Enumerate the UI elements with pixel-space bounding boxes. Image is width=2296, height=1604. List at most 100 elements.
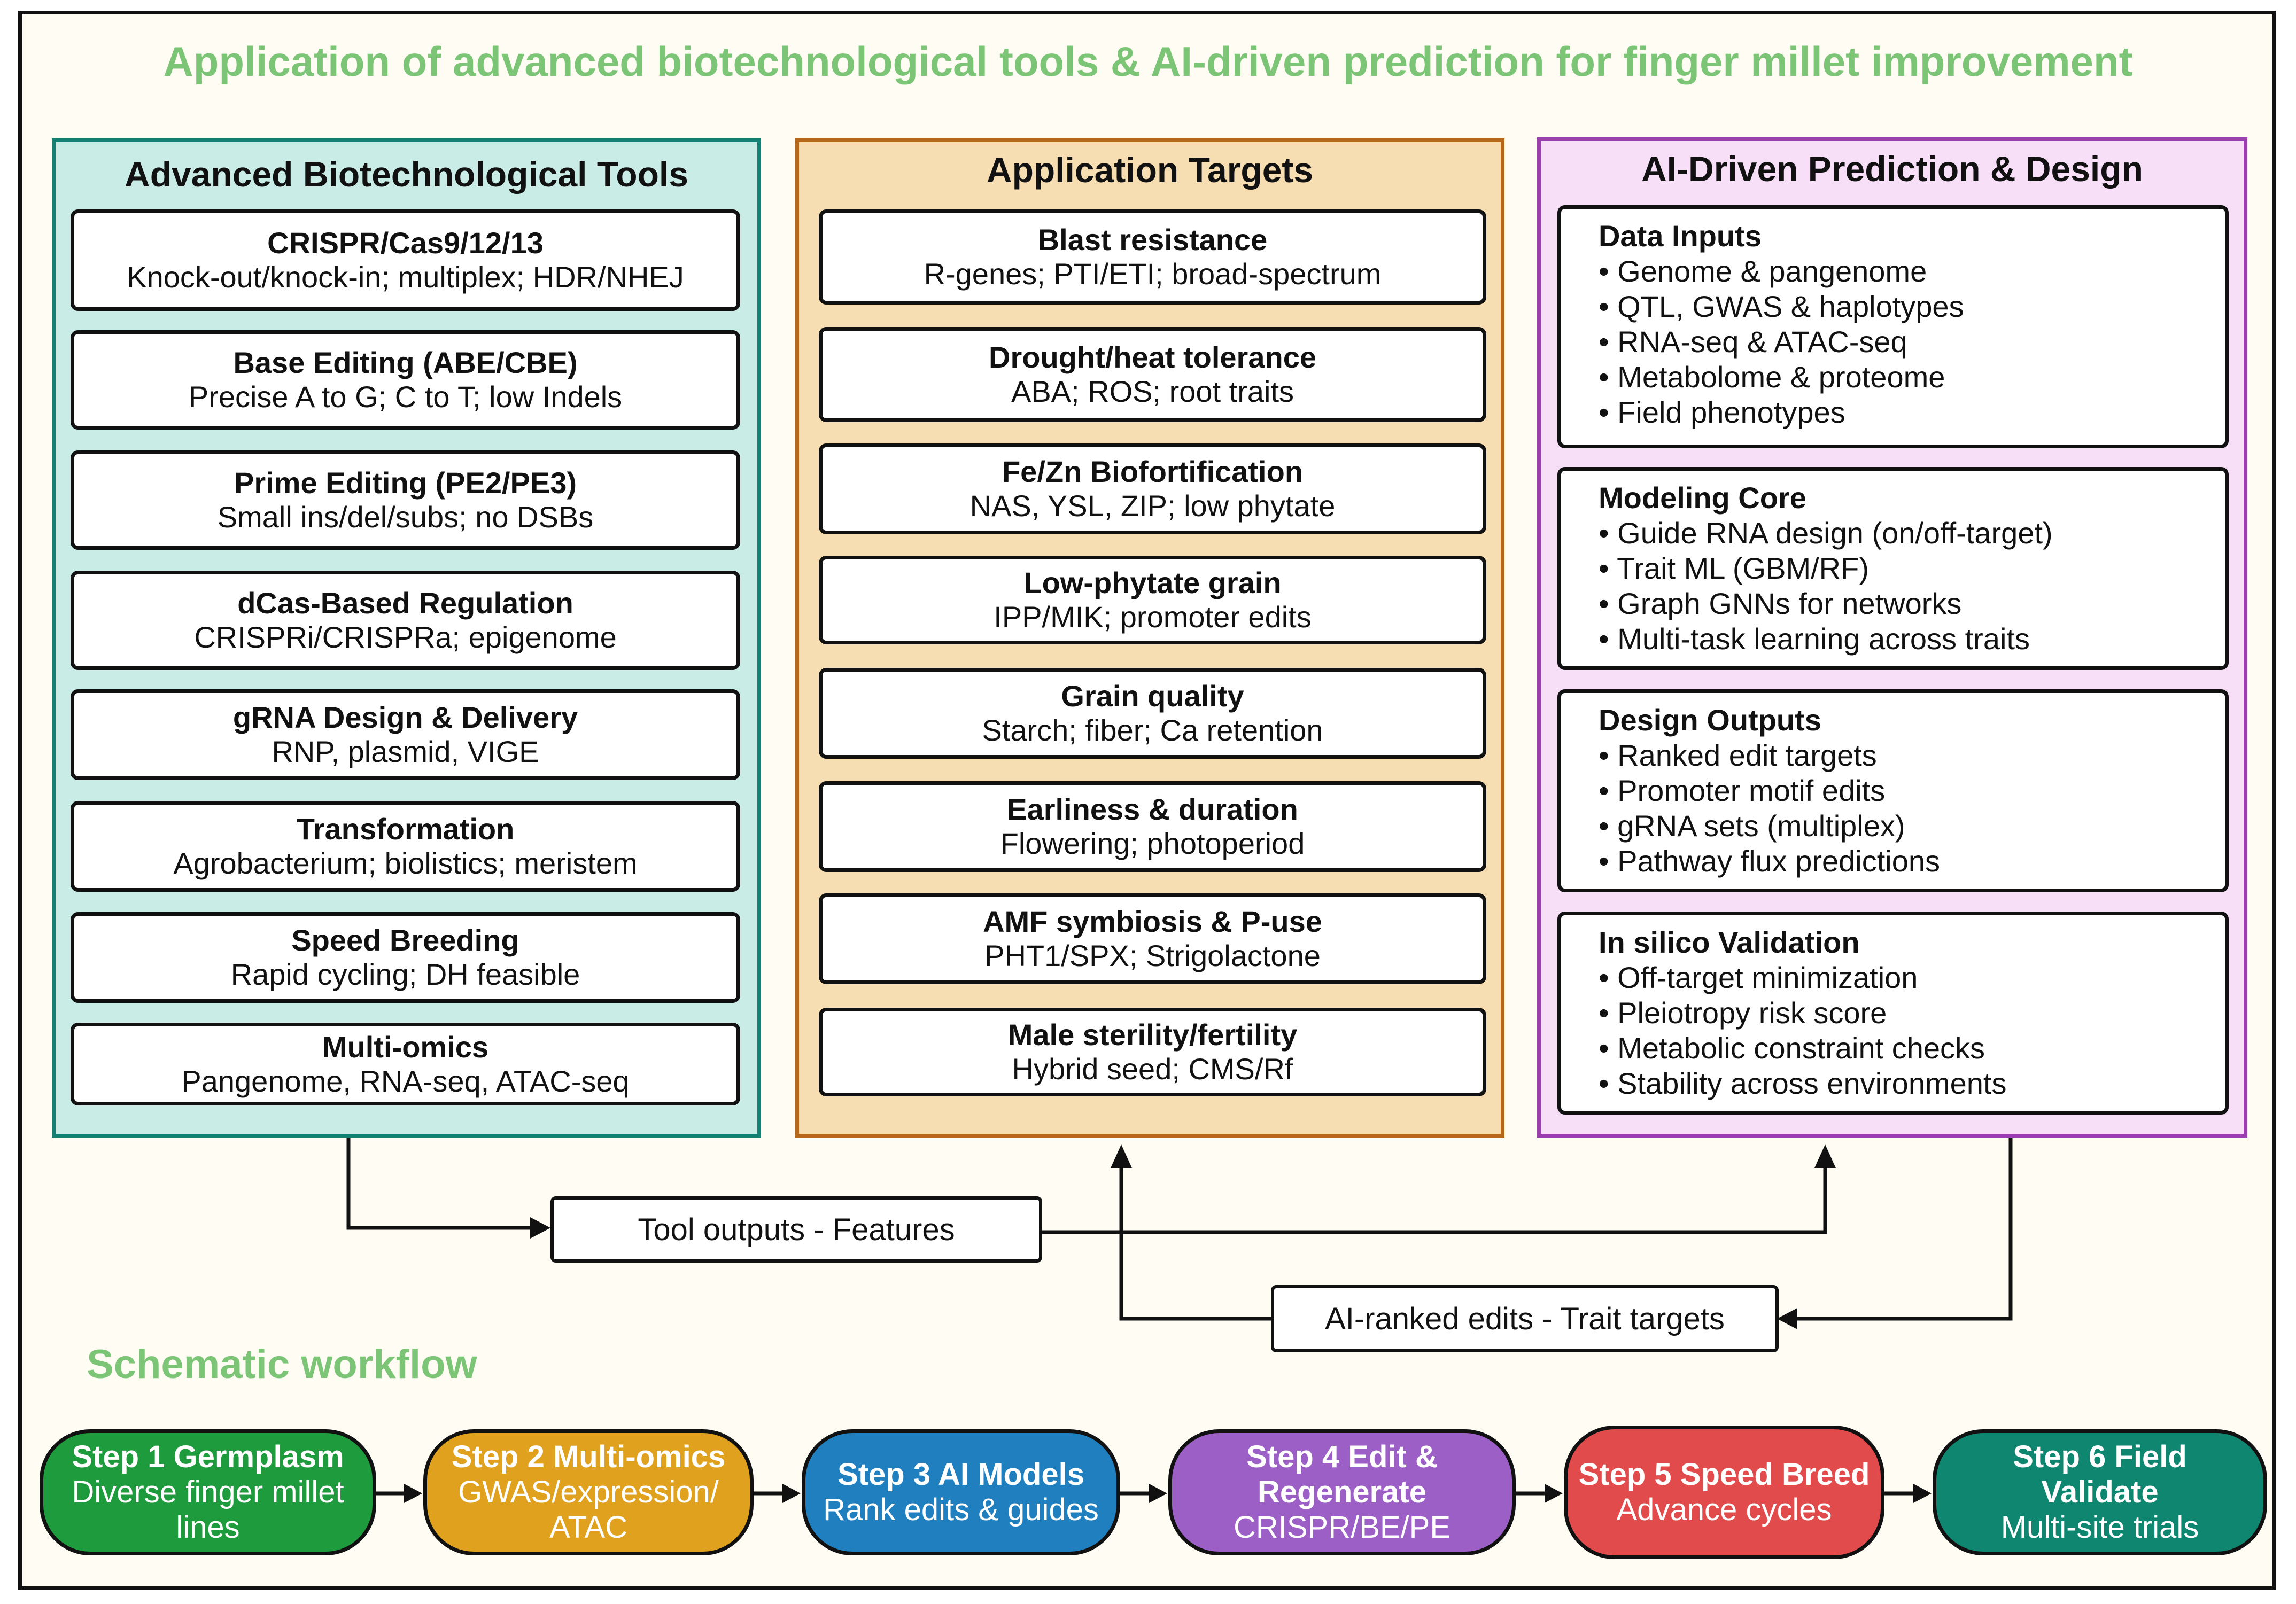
tool-subtitle: Small ins/del/subs; no DSBs [217, 500, 594, 534]
tool-title: Base Editing (ABE/CBE) [233, 346, 578, 379]
target-subtitle: IPP/MIK; promoter edits [994, 600, 1312, 634]
ai-section-data-inputs: Data Inputs • Genome & pangenome • QTL, … [1557, 205, 2229, 448]
ai-section-item: • RNA-seq & ATAC-seq [1599, 325, 1907, 359]
ai-section-title: Data Inputs [1599, 219, 1762, 253]
arrowhead [1814, 1144, 1836, 1168]
target-subtitle: Starch; fiber; Ca retention [982, 713, 1323, 747]
step-line: lines [176, 1510, 240, 1545]
target-subtitle: PHT1/SPX; Strigolactone [984, 939, 1321, 972]
tool-subtitle: Precise A to G; C to T; low Indels [188, 380, 623, 414]
targets-heading: Application Targets [986, 150, 1314, 190]
workflow-step-3: Step 3 AI Models Rank edits & guides [802, 1429, 1120, 1555]
ai-section-item: • Guide RNA design (on/off-target) [1599, 516, 2053, 550]
step-line: Diverse finger millet [72, 1475, 344, 1509]
tool-subtitle: RNP, plasmid, VIGE [272, 735, 539, 768]
step-title: Step 5 Speed Breed [1578, 1457, 1870, 1492]
tool-title: Transformation [296, 812, 515, 846]
ai-section-item: • Field phenotypes [1599, 395, 1845, 429]
target-title: Fe/Zn Biofortification [1002, 455, 1304, 488]
target-title: Low-phytate grain [1023, 566, 1282, 599]
ai-section-item: • Pleiotropy risk score [1599, 996, 1887, 1030]
tool-box: Transformation Agrobacterium; biolistics… [71, 801, 740, 892]
ai-section-item: • Off-target minimization [1599, 961, 1918, 994]
arrowhead [530, 1217, 550, 1239]
ai-section-item: • QTL, GWAS & haplotypes [1599, 290, 1964, 323]
step-line: GWAS/expression/ [458, 1475, 719, 1509]
arrow-ranked-to-targets [1119, 1167, 1271, 1321]
ai-section-item: • Pathway flux predictions [1599, 844, 1941, 878]
arrowhead [404, 1484, 422, 1503]
ai-section-in-silico-validation: In silico Validation • Off-target minimi… [1557, 912, 2229, 1115]
tool-outputs-box: Tool outputs - Features [550, 1196, 1042, 1263]
tool-subtitle: Pangenome, RNA-seq, ATAC-seq [181, 1064, 630, 1098]
ai-section-design-outputs: Design Outputs • Ranked edit targets • P… [1557, 689, 2229, 892]
step-title: Step 3 AI Models [837, 1457, 1084, 1492]
tool-title: Multi-omics [322, 1030, 489, 1064]
arrowhead [1777, 1308, 1797, 1329]
ai-section-item: • Ranked edit targets [1599, 738, 1877, 772]
workflow-step-4: Step 4 Edit & Regenerate CRISPR/BE/PE [1168, 1429, 1516, 1555]
step-title-line2: Regenerate [1258, 1475, 1426, 1509]
tool-subtitle: CRISPRi/CRISPRa; epigenome [194, 620, 617, 654]
target-subtitle: R-genes; PTI/ETI; broad-spectrum [924, 257, 1382, 291]
arrow-tools-to-features [346, 1138, 534, 1230]
step-title: Step 6 Field [2013, 1439, 2187, 1474]
target-box: Earliness & duration Flowering; photoper… [819, 781, 1486, 872]
step-title: Step 2 Multi-omics [451, 1439, 726, 1474]
ai-section-item: • gRNA sets (multiplex) [1599, 809, 1905, 843]
target-title: Blast resistance [1037, 223, 1268, 256]
arrowhead [1545, 1484, 1563, 1503]
ai-section-title: Modeling Core [1599, 481, 1806, 515]
ai-section-item: • Trait ML (GBM/RF) [1599, 551, 1869, 585]
ai-ranked-box: AI-ranked edits - Trait targets [1271, 1285, 1779, 1352]
tool-box: Speed Breeding Rapid cycling; DH feasibl… [71, 912, 740, 1003]
tool-box: Multi-omics Pangenome, RNA-seq, ATAC-seq [71, 1023, 740, 1105]
ai-section-item: • Genome & pangenome [1599, 254, 1927, 288]
arrowhead [782, 1484, 801, 1503]
ai-section-title: Design Outputs [1599, 703, 1821, 737]
tool-subtitle: Agrobacterium; biolistics; meristem [173, 846, 638, 880]
workflow-step-5: Step 5 Speed Breed Advance cycles [1564, 1426, 1884, 1559]
arrow-ai-to-ranked [1796, 1138, 2013, 1321]
ai-section-item: • Stability across environments [1599, 1066, 2007, 1100]
step-title: Step 1 Germplasm [72, 1439, 344, 1474]
arrow-features-to-ai [1042, 1167, 1827, 1234]
target-subtitle: ABA; ROS; root traits [1011, 375, 1294, 408]
step-line: ATAC [549, 1510, 628, 1545]
workflow-heading: Schematic workflow [87, 1342, 477, 1387]
tool-box: Prime Editing (PE2/PE3) Small ins/del/su… [71, 450, 740, 550]
target-box: Grain quality Starch; fiber; Ca retentio… [819, 668, 1486, 759]
step-title: Step 4 Edit & [1246, 1439, 1438, 1474]
tool-title: dCas-Based Regulation [237, 586, 573, 620]
step-line: Rank edits & guides [823, 1492, 1099, 1527]
arrowhead [1111, 1144, 1132, 1168]
target-title: Grain quality [1061, 679, 1244, 713]
ai-section-item: • Metabolome & proteome [1599, 360, 1945, 394]
tool-title: Prime Editing (PE2/PE3) [234, 466, 577, 500]
target-box: Blast resistance R-genes; PTI/ETI; broad… [819, 209, 1486, 305]
tool-box: CRISPR/Cas9/12/13 Knock-out/knock-in; mu… [71, 209, 740, 311]
tool-box: dCas-Based Regulation CRISPRi/CRISPRa; e… [71, 571, 740, 670]
target-box: Fe/Zn Biofortification NAS, YSL, ZIP; lo… [819, 443, 1486, 534]
step-line: Multi-site trials [2000, 1510, 2199, 1545]
ai-section-title: In silico Validation [1599, 925, 1860, 959]
target-box: Low-phytate grain IPP/MIK; promoter edit… [819, 556, 1486, 644]
target-box: AMF symbiosis & P-use PHT1/SPX; Strigola… [819, 893, 1486, 984]
ai-section-item: • Metabolic constraint checks [1599, 1031, 1985, 1065]
ai-section-item: • Promoter motif edits [1599, 774, 1886, 807]
workflow-step-6: Step 6 Field Validate Multi-site trials [1933, 1429, 2267, 1555]
tool-outputs-label: Tool outputs - Features [638, 1212, 955, 1247]
step-line: Advance cycles [1616, 1492, 1832, 1527]
target-title: Earliness & duration [1007, 792, 1298, 826]
target-title: AMF symbiosis & P-use [983, 905, 1322, 938]
target-subtitle: Hybrid seed; CMS/Rf [1012, 1052, 1293, 1086]
tool-subtitle: Rapid cycling; DH feasible [230, 957, 580, 991]
step-title-line2: Validate [2041, 1475, 2159, 1509]
target-title: Male sterility/fertility [1007, 1018, 1298, 1052]
tool-title: CRISPR/Cas9/12/13 [267, 226, 544, 260]
target-title: Drought/heat tolerance [989, 340, 1316, 374]
workflow-step-1: Step 1 Germplasm Diverse finger millet l… [40, 1429, 376, 1555]
tool-box: gRNA Design & Delivery RNP, plasmid, VIG… [71, 689, 740, 780]
tool-title: Speed Breeding [291, 923, 519, 957]
